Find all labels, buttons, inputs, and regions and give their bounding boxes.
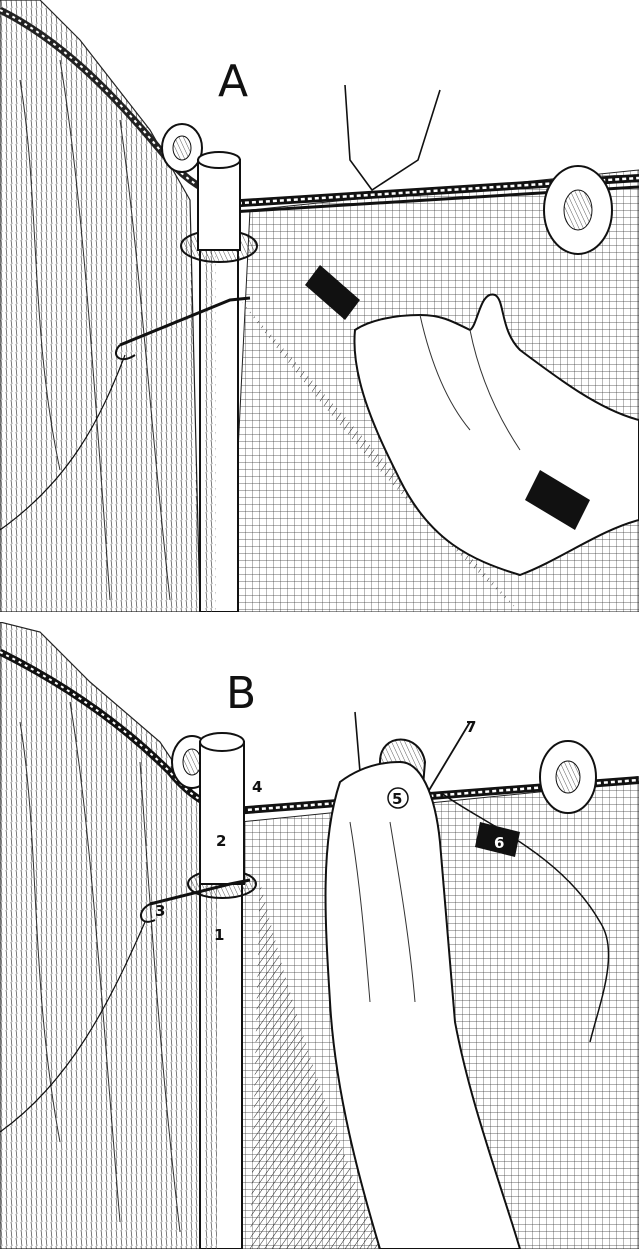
callout-6: 6 <box>494 834 504 852</box>
callout-1: 1 <box>214 926 224 944</box>
panel-b-illustration: B 1 2 3 4 5 6 7 <box>0 622 639 1249</box>
wire-hanger <box>345 85 440 190</box>
callout-2: 2 <box>216 832 226 850</box>
panel-label: B <box>226 668 256 719</box>
callout-3: 3 <box>155 902 165 920</box>
callout-5: 5 <box>392 790 402 808</box>
canvas-cloth <box>0 0 200 612</box>
callout-4: 4 <box>252 778 262 796</box>
callout-7: 7 <box>466 718 476 736</box>
panel-a-illustration: A <box>0 0 639 612</box>
panel-label: A <box>218 56 248 107</box>
